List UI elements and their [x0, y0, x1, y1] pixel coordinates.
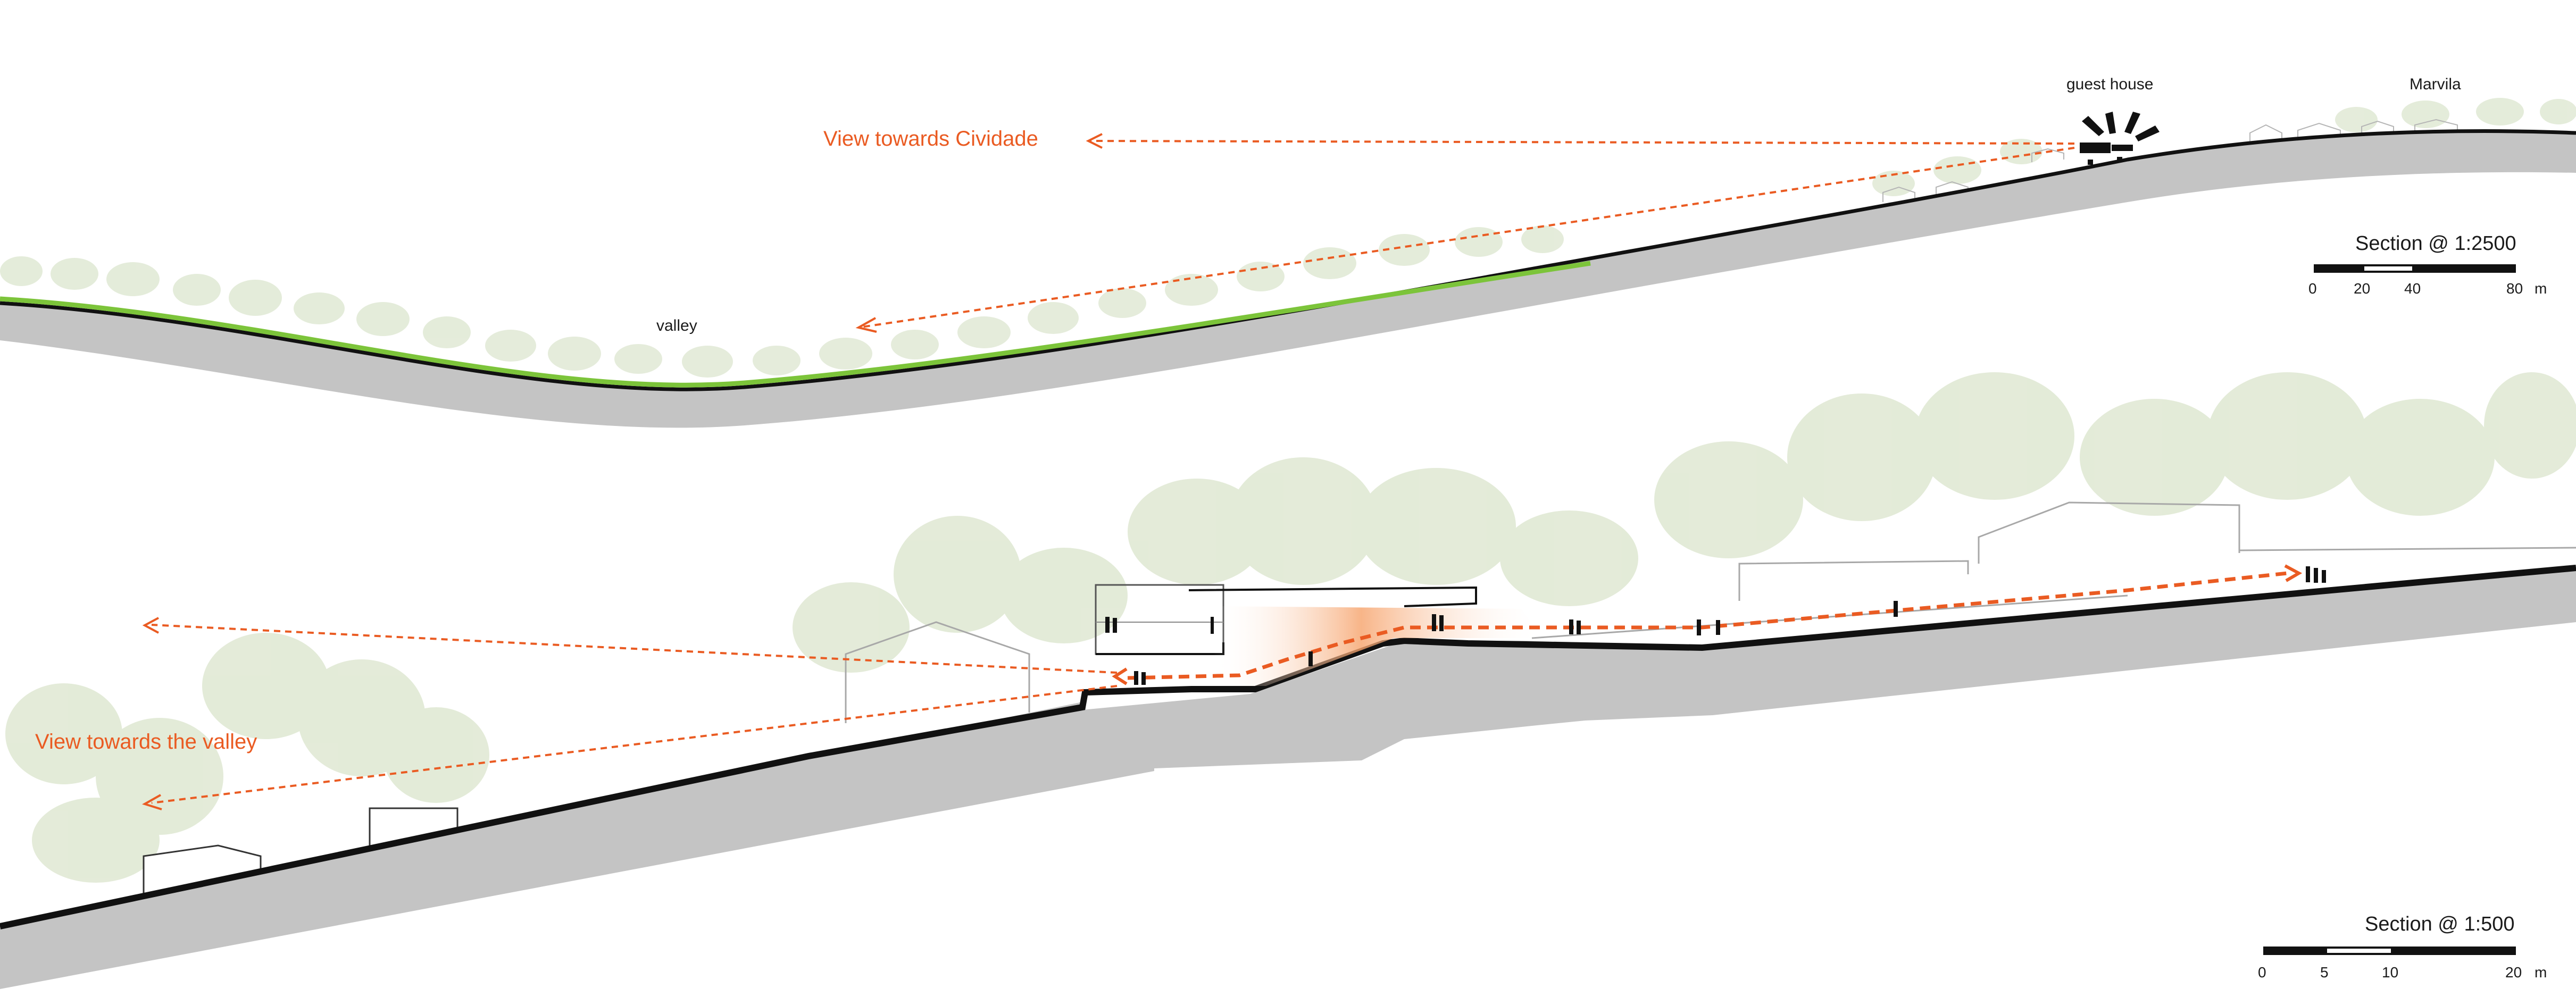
scalebar-bottom: Section @ 1:500 0 5 10 20 m	[2258, 913, 2547, 981]
bottom-trees	[5, 372, 2576, 883]
sun-rays-icon	[2080, 112, 2160, 165]
scalebar-bottom-tick-2: 10	[2382, 964, 2398, 981]
scalebar-top: Section @ 1:2500 0 20 40 80 m	[2308, 232, 2547, 297]
view-cividade-label: View towards Cividade	[823, 127, 1038, 150]
bottom-ground-line	[0, 565, 2576, 929]
guest-house-label: guest house	[2066, 76, 2153, 93]
top-tree-line	[0, 98, 2576, 378]
scalebar-top-title: Section @ 1:2500	[2355, 232, 2516, 255]
route-dashes	[1127, 571, 2288, 680]
scalebar-top-tick-3: 80	[2506, 280, 2523, 297]
cividade-view-arrows	[861, 140, 2075, 328]
route-arrowheads	[1112, 564, 2303, 685]
bottom-section: View towards the valley Section @ 1:500 …	[0, 372, 2576, 989]
bottom-ground-mass	[0, 569, 2576, 989]
view-valley-label: View towards the valley	[35, 730, 257, 753]
scalebar-top-tick-2: 40	[2404, 280, 2421, 297]
arrow-head-valley	[142, 617, 162, 810]
scalebar-top-tick-4: m	[2535, 280, 2547, 297]
scalebar-bottom-tick-3: 20	[2505, 964, 2522, 981]
top-ground-band	[0, 131, 2576, 428]
top-grass-line	[0, 261, 1591, 388]
marvila-label: Marvila	[2410, 76, 2461, 93]
bottom-buildings	[845, 501, 2576, 723]
interior-glow	[1213, 606, 1543, 686]
arrow-head-cividade	[855, 133, 1103, 333]
scalebar-bottom-tick-4: m	[2535, 964, 2547, 981]
scalebar-top-tick-0: 0	[2308, 280, 2317, 297]
valley-label: valley	[656, 317, 697, 334]
scalebar-top-tick-1: 20	[2354, 280, 2370, 297]
people-figures	[1105, 566, 2326, 685]
scalebar-bottom-tick-1: 5	[2320, 964, 2329, 981]
scalebar-bottom-title: Section @ 1:500	[2365, 913, 2515, 935]
valley-view-arrows	[151, 624, 1118, 804]
top-section: guest house Marvila valley View towards …	[0, 76, 2576, 428]
scalebar-bottom-tick-0: 0	[2258, 964, 2266, 981]
